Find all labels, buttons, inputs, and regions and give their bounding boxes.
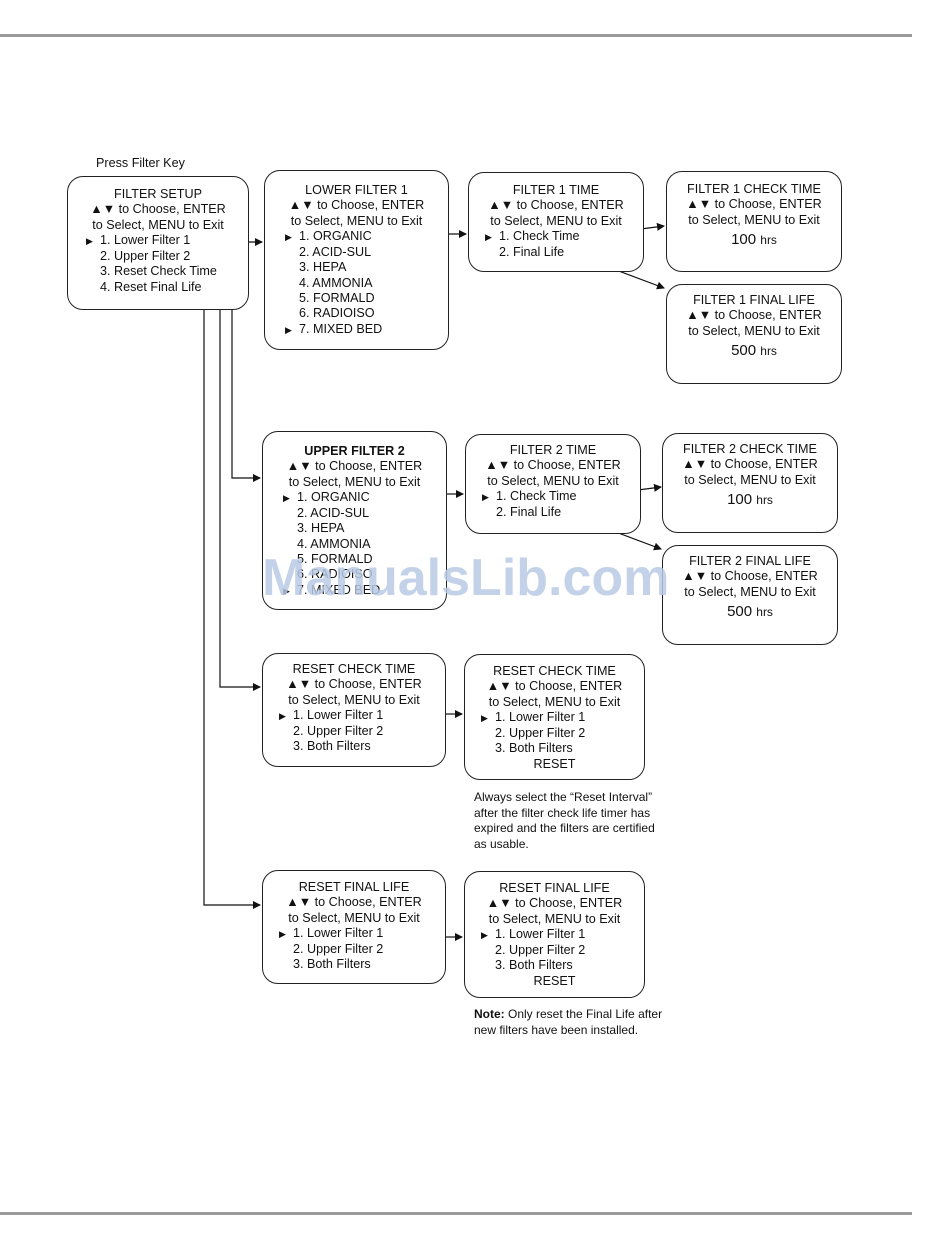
menu-item-both-filters[interactable]: 3. Both Filters: [495, 958, 573, 973]
filter-1-time-box: FILTER 1 TIME ▲▼ to Choose, ENTER to Sel…: [468, 172, 644, 272]
menu-item-lower-filter-1[interactable]: ▶1. Lower Filter 1: [481, 710, 644, 726]
reset-label: RESET: [533, 756, 576, 771]
final-life-value: 500 hrs: [731, 341, 777, 359]
pointer-icon: ▶: [485, 231, 492, 242]
check-time-value: 100 hrs: [731, 230, 777, 248]
arrow-keys-icon: ▲▼: [90, 202, 116, 217]
arrow-keys-icon: ▲▼: [485, 458, 511, 473]
menu-item-lower-filter-1[interactable]: ▶1. Lower Filter 1: [279, 926, 445, 942]
pointer-icon: ▶: [482, 491, 489, 502]
filter-setup-box: FILTER SETUP ▲▼ to Choose, ENTER to Sele…: [67, 176, 249, 310]
menu-item-final-life[interactable]: 2. Final Life: [499, 245, 565, 260]
arrow-keys-icon: ▲▼: [686, 308, 712, 323]
reset-check-note: Always select the “Reset Interval” after…: [474, 790, 655, 851]
filter-2-check-time-title: FILTER 2 CHECK TIME: [683, 442, 817, 456]
arrow-keys-icon: ▲▼: [686, 197, 712, 212]
menu-item-upper-filter-2[interactable]: 2. Upper Filter 2: [495, 943, 586, 958]
reset-check-time-title: RESET CHECK TIME: [292, 662, 416, 676]
reset-final-note: Note: Only reset the Final Life after ne…: [474, 1007, 664, 1038]
menu-item-organic[interactable]: ▶1. ORGANIC: [285, 229, 448, 245]
menu-item-reset-final-life[interactable]: 4. Reset Final Life: [100, 279, 202, 294]
pointer-icon: ▶: [285, 231, 292, 242]
arrow-keys-icon: ▲▼: [286, 459, 312, 474]
filter-2-time-title: FILTER 2 TIME: [509, 443, 597, 457]
filter-2-check-time-box: FILTER 2 CHECK TIME ▲▼ to Choose, ENTER …: [662, 433, 838, 533]
menu-item-check-time[interactable]: ▶1. Check Time: [485, 229, 643, 245]
menu-item-mixed-bed[interactable]: ▶7. MIXED BED: [285, 322, 448, 338]
upper-filter-2-box: UPPER FILTER 2 ▲▼ to Choose, ENTER to Se…: [262, 431, 447, 610]
pointer-icon: ▶: [481, 712, 488, 723]
reset-final-life-title: RESET FINAL LIFE: [298, 880, 410, 894]
filter-2-time-box: FILTER 2 TIME ▲▼ to Choose, ENTER to Sel…: [465, 434, 641, 534]
menu-item-upper-filter-2[interactable]: 2. Upper Filter 2: [293, 942, 384, 957]
pointer-icon: ▶: [279, 928, 286, 939]
arrow-keys-icon: ▲▼: [682, 569, 708, 584]
arrow-keys-icon: ▲▼: [488, 198, 514, 213]
menu-item-hepa[interactable]: 3. HEPA: [299, 260, 347, 275]
menu-item-upper-filter-2[interactable]: 2. Upper Filter 2: [293, 724, 384, 739]
check-time-value: 100 hrs: [727, 490, 773, 508]
arrow-keys-icon: ▲▼: [286, 677, 312, 692]
filter-1-final-life-title: FILTER 1 FINAL LIFE: [693, 293, 815, 307]
pointer-icon: ▶: [283, 585, 290, 596]
reset-label: RESET: [533, 973, 576, 988]
menu-item-upper-filter-2[interactable]: 2. Upper Filter 2: [100, 249, 191, 264]
filter-1-time-title: FILTER 1 TIME: [512, 183, 600, 197]
press-filter-key-caption: Press Filter Key: [96, 156, 185, 170]
menu-item-lower-filter-1[interactable]: ▶1. Lower Filter 1: [86, 233, 248, 249]
pointer-icon: ▶: [481, 929, 488, 940]
menu-item-reset-check-time[interactable]: 3. Reset Check Time: [100, 264, 217, 279]
filter-setup-title: FILTER SETUP: [114, 187, 202, 201]
reset-final-life-box: RESET FINAL LIFE ▲▼ to Choose, ENTER to …: [262, 870, 446, 984]
menu-item-ammonia[interactable]: 4. AMMONIA: [299, 275, 373, 290]
menu-item-lower-filter-1[interactable]: ▶1. Lower Filter 1: [481, 927, 644, 943]
menu-item-final-life[interactable]: 2. Final Life: [496, 505, 562, 520]
filter-1-final-life-box: FILTER 1 FINAL LIFE ▲▼ to Choose, ENTER …: [666, 284, 842, 384]
final-life-value: 500 hrs: [727, 602, 773, 620]
filter-1-check-time-box: FILTER 1 CHECK TIME ▲▼ to Choose, ENTER …: [666, 171, 842, 272]
reset-final-life-confirm-box: RESET FINAL LIFE ▲▼ to Choose, ENTER to …: [464, 871, 645, 998]
pointer-icon: ▶: [285, 324, 292, 335]
menu-item-mixed-bed[interactable]: ▶7. MIXED BED: [283, 583, 446, 599]
menu-item-organic[interactable]: ▶1. ORGANIC: [283, 490, 446, 506]
arrow-keys-icon: ▲▼: [288, 198, 314, 213]
filter-2-final-life-box: FILTER 2 FINAL LIFE ▲▼ to Choose, ENTER …: [662, 545, 838, 645]
arrow-keys-icon: ▲▼: [486, 679, 512, 694]
bottom-rule: [0, 1212, 912, 1215]
lower-filter-1-box: LOWER FILTER 1 ▲▼ to Choose, ENTER to Se…: [264, 170, 449, 350]
note-label: Note:: [474, 1007, 505, 1021]
menu-item-upper-filter-2[interactable]: 2. Upper Filter 2: [495, 726, 586, 741]
menu-item-ammonia[interactable]: 4. AMMONIA: [297, 536, 371, 551]
arrow-keys-icon: ▲▼: [682, 457, 708, 472]
menu-item-formald[interactable]: 5. FORMALD: [299, 291, 375, 306]
menu-item-both-filters[interactable]: 3. Both Filters: [293, 957, 371, 972]
pointer-icon: ▶: [283, 492, 290, 503]
filter-2-final-life-title: FILTER 2 FINAL LIFE: [689, 554, 811, 568]
lower-filter-1-title: LOWER FILTER 1: [305, 183, 408, 197]
top-rule: [0, 34, 912, 37]
menu-item-hepa[interactable]: 3. HEPA: [297, 521, 345, 536]
arrow-keys-icon: ▲▼: [286, 895, 312, 910]
reset-check-time-confirm-box: RESET CHECK TIME ▲▼ to Choose, ENTER to …: [464, 654, 645, 780]
connector-setup-to-resetcheck: [214, 271, 261, 691]
pointer-icon: ▶: [279, 710, 286, 721]
menu-item-radioiso[interactable]: 6. RADIOISO: [297, 567, 373, 582]
filter-1-check-time-title: FILTER 1 CHECK TIME: [687, 182, 821, 196]
menu-item-lower-filter-1[interactable]: ▶1. Lower Filter 1: [279, 708, 445, 724]
menu-item-check-time[interactable]: ▶1. Check Time: [482, 489, 640, 505]
menu-item-acid-sul[interactable]: 2. ACID-SUL: [297, 506, 370, 521]
reset-final-life-confirm-title: RESET FINAL LIFE: [499, 881, 610, 895]
menu-item-acid-sul[interactable]: 2. ACID-SUL: [299, 245, 372, 260]
reset-check-time-box: RESET CHECK TIME ▲▼ to Choose, ENTER to …: [262, 653, 446, 767]
upper-filter-2-title: UPPER FILTER 2: [304, 444, 405, 458]
note-text: Only reset the Final Life after new filt…: [474, 1007, 663, 1037]
menu-item-formald[interactable]: 5. FORMALD: [297, 552, 373, 567]
menu-item-radioiso[interactable]: 6. RADIOISO: [299, 306, 375, 321]
menu-item-both-filters[interactable]: 3. Both Filters: [495, 741, 573, 756]
reset-check-time-confirm-title: RESET CHECK TIME: [493, 664, 616, 678]
arrow-keys-icon: ▲▼: [486, 896, 512, 911]
pointer-icon: ▶: [86, 235, 93, 246]
menu-item-both-filters[interactable]: 3. Both Filters: [293, 739, 371, 754]
